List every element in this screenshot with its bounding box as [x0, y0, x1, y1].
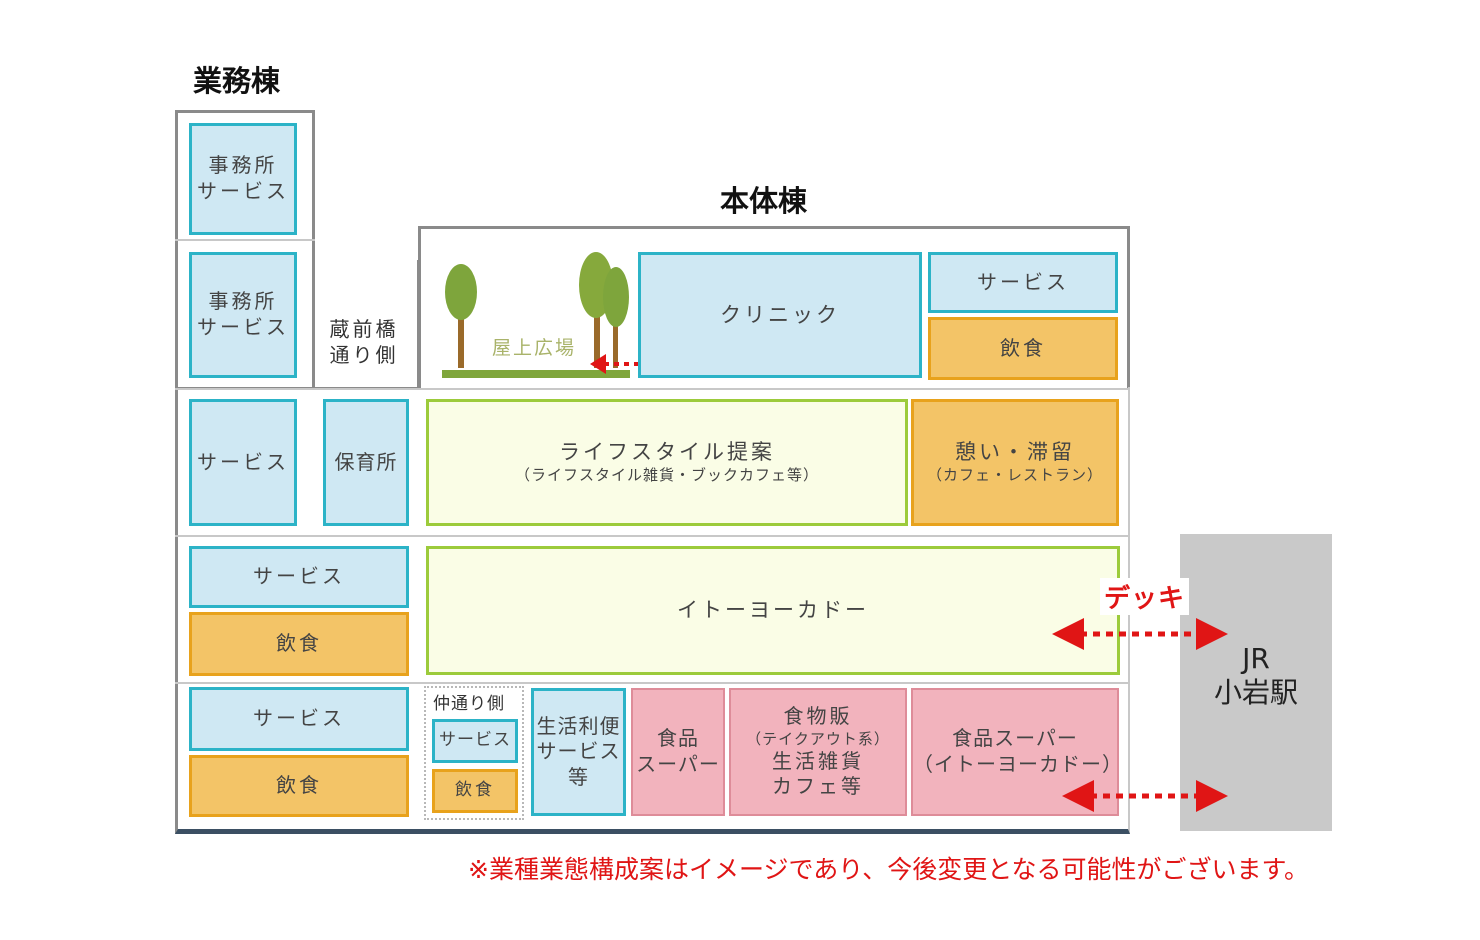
daily-line2: サービス [536, 739, 621, 764]
tree-icon [603, 267, 629, 368]
food-sale-line1: 食物販 [783, 704, 853, 729]
station-line1: JR [1242, 642, 1270, 676]
main-building-frame [418, 226, 1130, 390]
kuramae-label-line2: 通り側 [329, 343, 399, 367]
naka-service-box: サービス [432, 719, 518, 763]
ito-yokado-box: イトーヨーカドー [426, 546, 1120, 675]
clinic-box: クリニック [638, 252, 922, 378]
lifestyle-proposal-box: ライフスタイル提案 （ライフスタイル雑貨・ブックカフェ等） [426, 399, 908, 526]
service-box-annex-2f: サービス [189, 399, 297, 526]
service-box-annex-1f: サービス [189, 546, 409, 608]
deck-label: デッキ [1100, 578, 1190, 615]
annex-title: 業務棟 [193, 64, 281, 98]
naka-street-zone [424, 686, 524, 820]
service-box-top: サービス [928, 252, 1118, 313]
food-super-line2: スーパー [636, 752, 720, 776]
rooftop-lawn [442, 370, 630, 378]
naka-food-box: 飲食 [432, 769, 518, 813]
rest-stay-box: 憩い・滞留 （カフェ・レストラン） [911, 399, 1119, 526]
food-label: 飲食 [455, 780, 495, 801]
kuramae-label-line1: 蔵前橋 [329, 317, 399, 342]
jr-koiwa-station-label: JR 小岩駅 [1180, 636, 1332, 716]
service-label: サービス [197, 179, 289, 203]
daily-line1: 生活利便 [536, 713, 621, 738]
food-label: 飲食 [276, 773, 322, 798]
office-label: 事務所 [208, 289, 278, 314]
rooftop-plaza-graphic [442, 252, 630, 378]
nursery-label: 保育所 [334, 449, 398, 474]
rooftop-plaza-label: 屋上広場 [492, 337, 577, 359]
super-ito-line2: （イトーヨーカドー） [913, 752, 1123, 776]
food-label: 飲食 [1000, 335, 1046, 360]
main-building-title: 本体棟 [720, 184, 808, 218]
food-sale-line3: 生活雑貨 [772, 748, 864, 773]
tree-icon [445, 264, 477, 368]
nursery-box: 保育所 [323, 399, 409, 526]
kuramae-street-side-label: 蔵前橋 通り側 [318, 308, 410, 378]
food-sales-box: 食物販 （テイクアウト系） 生活雑貨 カフェ等 [729, 688, 907, 816]
office-service-box-2: 事務所 サービス [189, 252, 297, 378]
naka-street-side-label: 仲通り側 [433, 694, 505, 714]
floor-line [175, 535, 1130, 537]
service-label: サービス [253, 564, 345, 589]
floor-line [175, 239, 315, 241]
food-box-top: 飲食 [928, 317, 1118, 380]
service-label: サービス [977, 269, 1069, 294]
service-label: サービス [439, 730, 511, 751]
jr-koiwa-station-block [1180, 534, 1332, 831]
food-label: 飲食 [276, 631, 322, 656]
station-line2: 小岩駅 [1213, 676, 1298, 709]
double-arrow-icon [1052, 618, 1228, 650]
service-label: サービス [253, 706, 345, 731]
lifestyle-label: ライフスタイル提案 [559, 440, 775, 465]
food-sale-line4: カフェ等 [772, 774, 864, 799]
clinic-label: クリニック [720, 302, 840, 327]
daily-line3: 等 [568, 764, 589, 789]
daily-service-box: 生活利便 サービス 等 [531, 688, 626, 816]
disclaimer-note: ※業種業態構成案はイメージであり、今後変更となる可能性がございます。 [468, 855, 1309, 884]
food-box-annex-1f: 飲食 [189, 612, 409, 676]
floor-line [175, 682, 1130, 684]
service-label: サービス [197, 315, 289, 339]
food-box-annex-gf: 飲食 [189, 755, 409, 817]
service-box-annex-gf: サービス [189, 687, 409, 751]
food-supermarket-box: 食品 スーパー [631, 688, 725, 816]
rest-label: 憩い・滞留 [955, 440, 1075, 465]
food-sale-line2: （テイクアウト系） [746, 729, 890, 748]
ito-yokado-label: イトーヨーカドー [677, 598, 869, 623]
service-label: サービス [197, 449, 289, 474]
double-arrow-icon [1062, 780, 1228, 812]
office-service-box-1: 事務所 サービス [189, 123, 297, 235]
rest-sub-label: （カフェ・レストラン） [926, 466, 1103, 485]
floor-line [175, 388, 1130, 390]
food-super-line1: 食品 [657, 726, 699, 751]
office-label: 事務所 [208, 153, 278, 178]
lifestyle-sub-label: （ライフスタイル雑貨・ブックカフェ等） [514, 466, 819, 485]
super-ito-line1: 食品スーパー [952, 726, 1078, 751]
